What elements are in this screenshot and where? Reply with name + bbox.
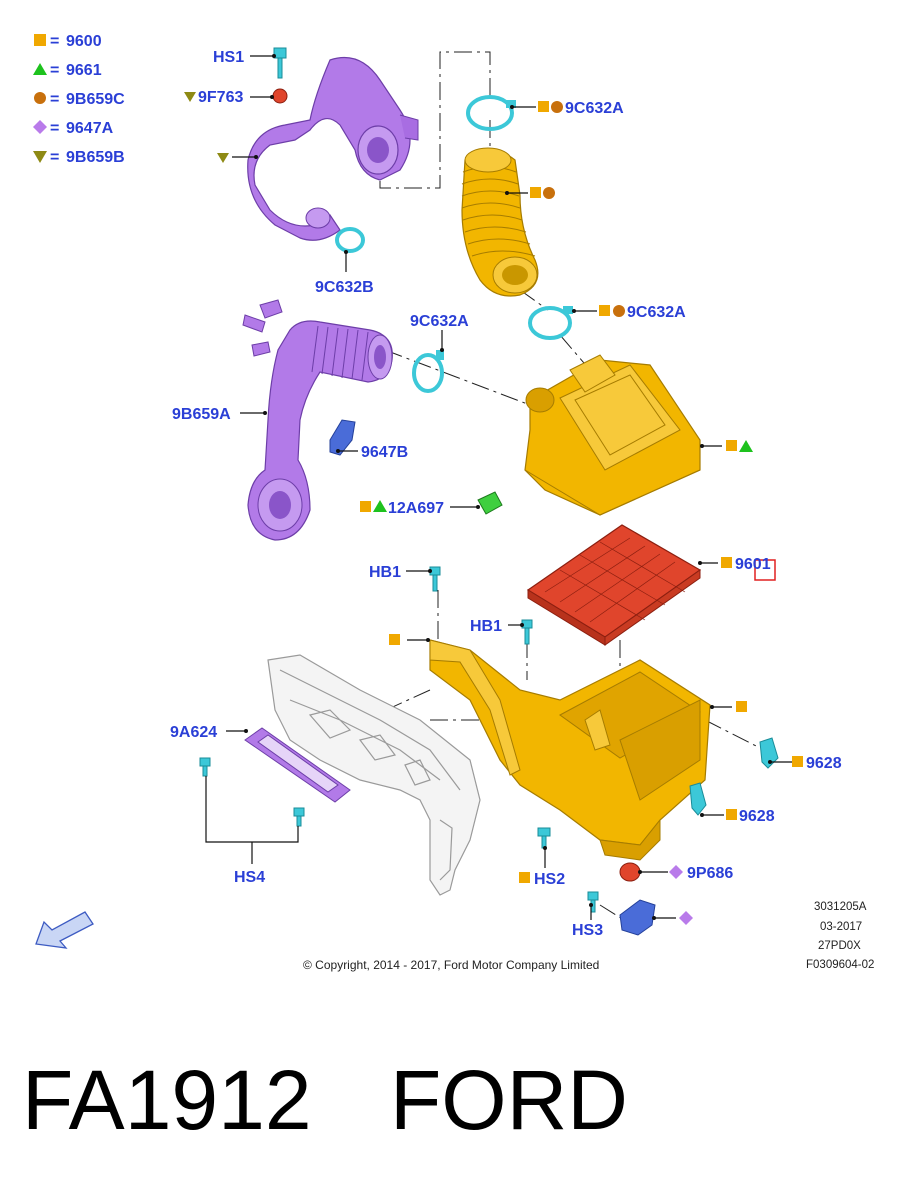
air-cleaner-cover bbox=[524, 354, 701, 516]
copyright-text: © Copyright, 2014 - 2017, Ford Motor Com… bbox=[303, 958, 599, 972]
air-cleaner-body bbox=[429, 639, 711, 861]
circle-icon bbox=[613, 305, 625, 317]
parts-diagram: = 9600 = 9661 = 9B659C = 9647A = 9B659B bbox=[33, 33, 874, 972]
legend-square-icon bbox=[34, 34, 46, 46]
info-line: 03-2017 bbox=[820, 921, 862, 933]
legend-code: 9600 bbox=[66, 33, 102, 50]
callout-9628: 9628 bbox=[806, 755, 842, 772]
callout-9c632a: 9C632A bbox=[627, 304, 686, 321]
legend-code: 9647A bbox=[66, 120, 114, 137]
callout-hs4: HS4 bbox=[234, 869, 265, 886]
square-icon bbox=[530, 187, 541, 198]
callout-hs2: HS2 bbox=[534, 871, 565, 888]
callout-9628: 9628 bbox=[739, 808, 775, 825]
info-line: 3031205A bbox=[814, 901, 867, 913]
square-icon bbox=[792, 756, 803, 767]
svg-text:=: = bbox=[50, 120, 59, 137]
callout-9a624: 9A624 bbox=[170, 724, 217, 741]
svg-text:=: = bbox=[50, 91, 59, 108]
callout-9f763: 9F763 bbox=[198, 89, 243, 106]
callout-hb1: HB1 bbox=[470, 618, 502, 635]
legend: = 9600 = 9661 = 9B659C = 9647A = 9B659B bbox=[33, 33, 125, 166]
hose-clamp-icon bbox=[335, 227, 365, 253]
triangle-down-icon bbox=[184, 92, 196, 102]
air-filter bbox=[526, 524, 702, 646]
info-line: 27PD0X bbox=[818, 940, 861, 952]
callout-9c632a: 9C632A bbox=[410, 313, 469, 330]
callout-hb1: HB1 bbox=[369, 564, 401, 581]
svg-text:=: = bbox=[50, 149, 59, 166]
circle-icon bbox=[543, 187, 555, 199]
callout-hs3: HS3 bbox=[572, 922, 603, 939]
square-icon bbox=[519, 872, 530, 883]
intake-duct-lower bbox=[242, 299, 393, 541]
callout-labels: HS1 9F763 9C632A 9C632B 9C632A 9C632A 9B… bbox=[170, 49, 842, 939]
bracket-icon bbox=[329, 419, 356, 456]
legend-diamond-icon bbox=[33, 120, 47, 134]
corrugated-hose bbox=[461, 147, 539, 297]
footer-caption: FA1912 FORD bbox=[22, 1050, 902, 1160]
legend-circle-icon bbox=[34, 92, 46, 104]
triangle-up-icon bbox=[739, 440, 753, 452]
square-icon bbox=[736, 701, 747, 712]
diamond-icon bbox=[669, 865, 683, 879]
triangle-up-icon bbox=[373, 500, 387, 512]
square-icon bbox=[599, 305, 610, 316]
fasteners bbox=[199, 47, 779, 936]
direction-arrow-icon bbox=[35, 911, 94, 949]
highlight-marker bbox=[754, 559, 776, 581]
callout-9b659a: 9B659A bbox=[172, 406, 231, 423]
part-number: FA1912 bbox=[22, 1053, 312, 1147]
brand-name: FORD bbox=[390, 1053, 628, 1147]
legend-triangle-up-icon bbox=[33, 63, 47, 75]
hose-clamp-icon bbox=[412, 350, 444, 393]
hose-clamp-icon bbox=[528, 306, 573, 340]
callout-hs1: HS1 bbox=[213, 49, 244, 66]
circle-icon bbox=[551, 101, 563, 113]
air-deflector bbox=[244, 727, 351, 803]
maf-sensor-icon bbox=[477, 491, 503, 515]
square-icon bbox=[389, 634, 400, 645]
square-icon bbox=[726, 809, 737, 820]
leader-lines bbox=[205, 54, 792, 920]
callout-markers bbox=[184, 92, 803, 925]
square-icon bbox=[721, 557, 732, 568]
legend-code: 9661 bbox=[66, 62, 102, 79]
legend-code: 9B659C bbox=[66, 91, 125, 108]
callout-12a697: 12A697 bbox=[388, 500, 444, 517]
radiator-support bbox=[267, 654, 481, 896]
info-block: 3031205A 03-2017 27PD0X F0309604-02 bbox=[806, 901, 874, 971]
svg-text:=: = bbox=[50, 33, 59, 50]
callout-9647b: 9647B bbox=[361, 444, 408, 461]
callout-9c632b: 9C632B bbox=[315, 279, 374, 296]
info-line: F0309604-02 bbox=[806, 959, 874, 971]
diamond-icon bbox=[679, 911, 693, 925]
legend-code: 9B659B bbox=[66, 149, 125, 166]
callout-9c632a: 9C632A bbox=[565, 100, 624, 117]
svg-text:=: = bbox=[50, 62, 59, 79]
square-icon bbox=[726, 440, 737, 451]
triangle-down-icon bbox=[217, 153, 229, 163]
square-icon bbox=[538, 101, 549, 112]
legend-triangle-down-icon bbox=[33, 151, 47, 163]
callout-9p686: 9P686 bbox=[687, 865, 733, 882]
hose-clamp-icon bbox=[466, 95, 516, 131]
square-icon bbox=[360, 501, 371, 512]
callout-9601: 9601 bbox=[735, 556, 771, 573]
intake-tube-upper bbox=[247, 56, 419, 241]
